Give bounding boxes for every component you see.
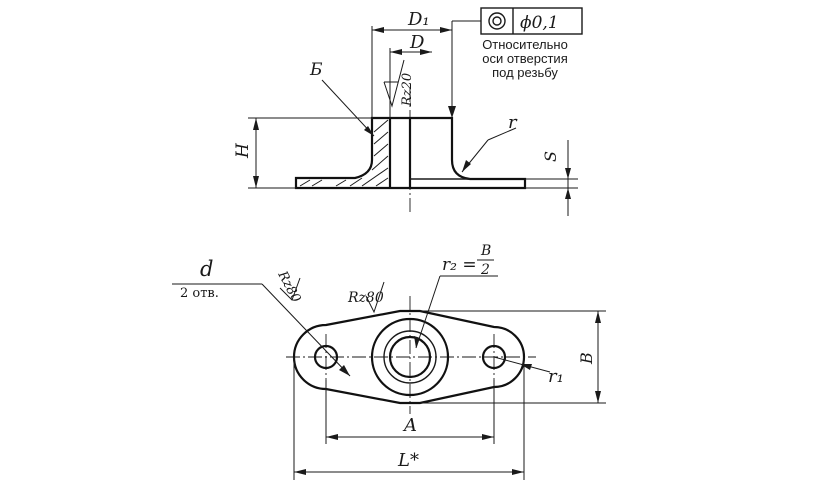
tolerance-value: ϕ0,1 <box>520 13 559 33</box>
mounting-hole-right <box>481 344 507 370</box>
tolerance-note-line-3: под резьбу <box>492 65 558 80</box>
hole-count-label: 2 отв. <box>180 286 219 301</box>
dim-h-label: H <box>233 142 253 159</box>
roughness-rz80-left: Rz80 <box>274 268 303 305</box>
r2-label: r₂ = <box>442 255 477 275</box>
tolerance-note-line-2: оси отверстия <box>482 51 567 66</box>
roughness-rz20: Rz20 <box>400 73 415 107</box>
mounting-hole-left <box>313 344 339 370</box>
dim-a-label: A <box>402 415 417 436</box>
tolerance-frame: ϕ0,1 Относительно оси отверстия под резь… <box>448 7 583 118</box>
fillet-r-label: r <box>508 112 518 133</box>
roughness-rz80-top: Rz80 <box>347 290 384 306</box>
hole-d-label: d <box>200 257 213 281</box>
hub-bore <box>388 335 432 379</box>
section-hatching <box>299 119 389 187</box>
tolerance-note-line-1: Относительно <box>482 37 568 52</box>
r2-numerator: B <box>480 243 491 259</box>
dim-s-label: S <box>541 151 560 162</box>
hub-middle <box>383 330 437 384</box>
hub-outer <box>370 317 450 397</box>
concentricity-icon <box>488 12 506 30</box>
flange-outline <box>292 309 526 405</box>
dim-l-label: L* <box>397 450 419 471</box>
dim-b-label: B <box>577 352 596 365</box>
dim-d1-label: D₁ <box>407 9 430 30</box>
r2-denominator: 2 <box>480 262 490 278</box>
section-b-label: Б <box>309 60 323 80</box>
dim-d-label: D <box>409 32 425 53</box>
plan-view: d 2 отв. Rz80 Rz80 r₂ = B 2 B r₁ <box>172 243 606 480</box>
section-view: D₁ D Б Rz20 H r S <box>233 9 578 216</box>
r1-label: r₁ <box>548 366 564 387</box>
